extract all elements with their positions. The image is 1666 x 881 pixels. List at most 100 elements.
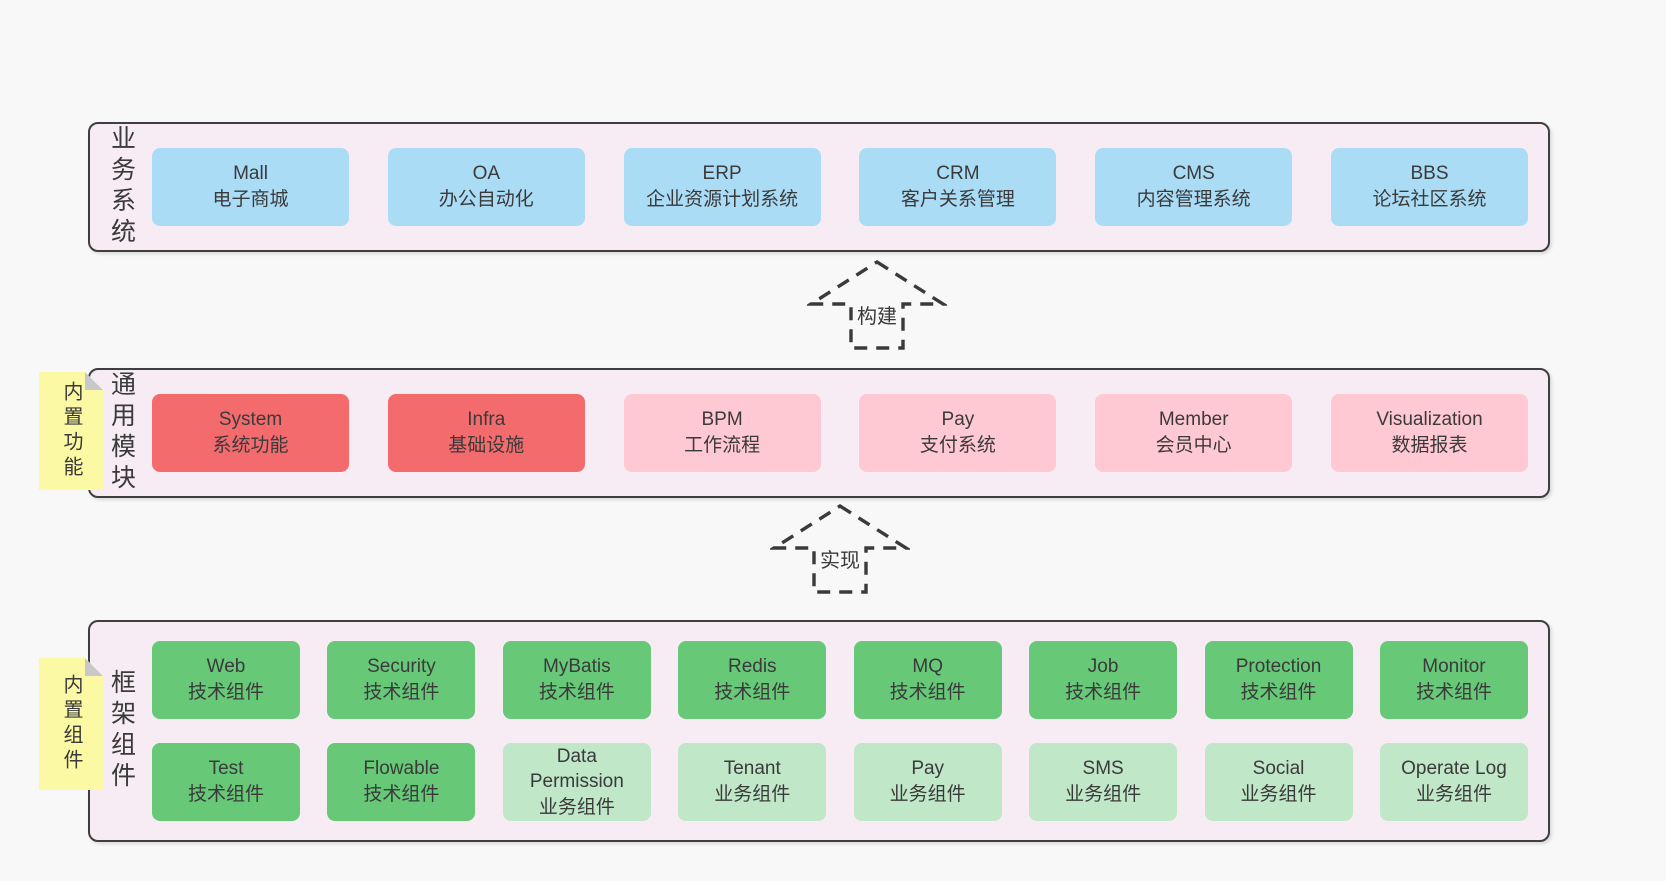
box-bpm: BPM 工作流程 <box>623 394 821 472</box>
box-subtitle: 业务组件 <box>1065 784 1142 805</box>
box-protection: Protection 技术组件 <box>1204 641 1353 719</box>
box-subtitle: 技术组件 <box>363 784 440 805</box>
box-subtitle: 数据报表 <box>1391 435 1468 456</box>
layer-label-column: 框架组件 <box>90 622 152 840</box>
box-oa: OA 办公自动化 <box>387 148 585 226</box>
box-title: BBS <box>1410 163 1449 185</box>
layer-business-systems: 业务系统 Mall 电子商城 OA 办公自动化 ERP 企业资源计划系统 CRM… <box>88 122 1550 252</box>
box-title: ERP <box>702 163 742 185</box>
box-subtitle: 业务组件 <box>538 796 615 818</box>
box-title: Job <box>1087 656 1119 678</box>
box-subtitle: 技术组件 <box>538 682 615 703</box>
box-title: Infra <box>467 409 506 431</box>
box-test: Test 技术组件 <box>152 743 300 821</box>
box-title: Mall <box>233 163 268 185</box>
box-title: System <box>218 409 283 431</box>
box-monitor: Monitor 技术组件 <box>1379 641 1528 719</box>
layer-label-column: 通用模块 <box>90 370 152 496</box>
layer-components-label: 框架组件 <box>107 669 136 793</box>
components-boxes-grid: Web 技术组件 Security 技术组件 MyBatis 技术组件 Redi… <box>152 622 1548 840</box>
box-title: CMS <box>1172 163 1215 185</box>
components-row-1: Web 技术组件 Security 技术组件 MyBatis 技术组件 Redi… <box>152 641 1528 719</box>
box-subtitle: 技术组件 <box>889 682 966 703</box>
box-title: OA <box>472 163 501 185</box>
box-title: Pay <box>941 409 975 431</box>
box-operate-log: Operate Log 业务组件 <box>1379 743 1528 821</box>
arrow-implement-label: 实现 <box>817 544 863 573</box>
box-subtitle: 业务组件 <box>889 784 966 805</box>
box-title: Protection <box>1235 656 1322 678</box>
box-subtitle: 系统功能 <box>212 435 289 456</box>
box-member: Member 会员中心 <box>1095 394 1293 472</box>
sticky-note-text: 内置功能 <box>60 381 82 481</box>
layer-label-column: 业务系统 <box>90 124 152 250</box>
box-title: Tenant <box>723 758 781 780</box>
box-title: SMS <box>1082 758 1124 780</box>
box-subtitle: 技术组件 <box>187 784 264 805</box>
box-pay-module: Pay 支付系统 <box>859 394 1057 472</box>
box-subtitle: 电子商城 <box>212 189 289 210</box>
box-subtitle: 技术组件 <box>1065 682 1142 703</box>
box-title: Monitor <box>1422 656 1486 678</box>
box-title: Pay <box>911 758 945 780</box>
box-bbs: BBS 论坛社区系统 <box>1330 148 1528 226</box>
box-sms: SMS 业务组件 <box>1029 743 1178 821</box>
layer-common-modules: 通用模块 System 系统功能 Infra 基础设施 BPM 工作流程 Pay… <box>88 368 1550 498</box>
box-subtitle: 客户关系管理 <box>900 189 1015 210</box>
sticky-note-built-in-features: 内置功能 <box>39 372 103 490</box>
box-title: Member <box>1158 409 1229 431</box>
modules-boxes-row: System 系统功能 Infra 基础设施 BPM 工作流程 Pay 支付系统… <box>152 370 1548 496</box>
box-subtitle: 会员中心 <box>1155 435 1232 456</box>
up-arrow-build-icon <box>807 259 947 350</box>
box-title: Visualization <box>1376 409 1483 431</box>
box-title: Web <box>206 656 246 678</box>
box-title: Redis <box>727 656 777 678</box>
box-title: CRM <box>936 163 980 185</box>
layer-modules-label: 通用模块 <box>107 371 136 495</box>
layer-framework-components: 框架组件 Web 技术组件 Security 技术组件 MyBatis 技术组件… <box>88 620 1550 842</box>
box-title: Flowable <box>363 758 440 780</box>
box-title: Test <box>208 758 244 780</box>
box-cms: CMS 内容管理系统 <box>1095 148 1293 226</box>
box-social: Social 业务组件 <box>1204 743 1353 821</box>
box-subtitle: 业务组件 <box>1415 784 1492 805</box>
box-subtitle: 基础设施 <box>448 435 525 456</box>
sticky-note-text: 内置组件 <box>60 674 82 774</box>
box-mybatis: MyBatis 技术组件 <box>502 641 651 719</box>
box-title: Security <box>367 656 436 678</box>
box-crm: CRM 客户关系管理 <box>859 148 1057 226</box>
up-arrow-implement-icon <box>770 503 910 594</box>
box-redis: Redis 技术组件 <box>678 641 827 719</box>
box-infra: Infra 基础设施 <box>387 394 585 472</box>
box-job: Job 技术组件 <box>1029 641 1178 719</box>
box-subtitle: 支付系统 <box>919 435 996 456</box>
box-subtitle: 工作流程 <box>684 435 761 456</box>
box-mq: MQ 技术组件 <box>853 641 1002 719</box>
arrow-build-label: 构建 <box>854 300 900 329</box>
box-subtitle: 业务组件 <box>1240 784 1317 805</box>
box-subtitle: 技术组件 <box>714 682 791 703</box>
sticky-note-built-in-components: 内置组件 <box>39 658 103 790</box>
box-subtitle: 办公自动化 <box>438 189 534 210</box>
box-subtitle: 技术组件 <box>1415 682 1492 703</box>
box-subtitle: 论坛社区系统 <box>1372 189 1487 210</box>
box-mall: Mall 电子商城 <box>152 148 349 226</box>
box-subtitle: 企业资源计划系统 <box>646 189 799 210</box>
box-flowable: Flowable 技术组件 <box>327 743 476 821</box>
box-tenant: Tenant 业务组件 <box>678 743 827 821</box>
box-subtitle: 业务组件 <box>714 784 791 805</box>
box-security: Security 技术组件 <box>327 641 476 719</box>
box-system: System 系统功能 <box>152 394 349 472</box>
box-title: Operate Log <box>1401 758 1507 780</box>
box-title: MyBatis <box>543 656 611 678</box>
box-erp: ERP 企业资源计划系统 <box>623 148 821 226</box>
layer-business-label: 业务系统 <box>107 125 136 249</box>
business-boxes-row: Mall 电子商城 OA 办公自动化 ERP 企业资源计划系统 CRM 客户关系… <box>152 124 1548 250</box>
box-title: BPM <box>701 409 743 431</box>
box-subtitle: 技术组件 <box>1240 682 1317 703</box>
box-subtitle: 内容管理系统 <box>1136 189 1251 210</box>
box-title: MQ <box>912 656 943 678</box>
box-data-permission: Data Permission 业务组件 <box>502 743 651 821</box>
box-title: Data Permission <box>529 745 624 793</box>
